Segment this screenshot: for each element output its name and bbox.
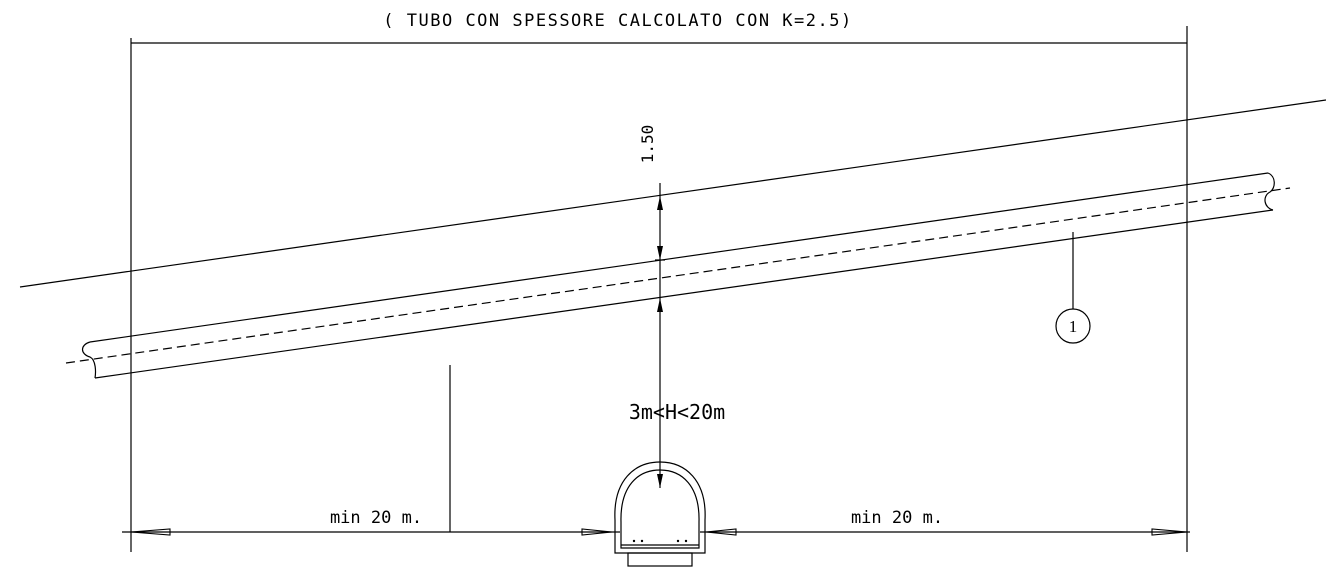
pipe-left-end [81, 341, 97, 379]
arrow-top-cover-down [657, 246, 663, 260]
arrow-height-down [657, 474, 663, 488]
pipe [65, 172, 1291, 379]
tunnel-base [627, 552, 693, 567]
tunnel-inner-outline [620, 469, 700, 549]
tunnel-section [614, 461, 706, 567]
pipe-bottom-edge [94, 209, 1274, 379]
rail-mark-1 [632, 539, 636, 543]
callout-bubble [1055, 308, 1091, 344]
arrow-left-start [130, 528, 171, 536]
arrow-height-up [657, 298, 663, 312]
pipe-right-end [1264, 172, 1275, 211]
pipe-centerline [65, 187, 1291, 364]
rail-mark-4 [684, 539, 688, 543]
arrow-right-start [705, 528, 737, 536]
arrow-right-end [1151, 528, 1188, 536]
header-note: ( TUBO CON SPESSORE CALCOLATO CON K=2.5) [383, 11, 852, 31]
rail-mark-2 [640, 539, 644, 543]
callout-number: 1 [1069, 317, 1078, 336]
distance-right-label: min 20 m. [851, 508, 943, 528]
tunnel-outer-outline [614, 461, 706, 554]
cover-depth-label: 1.50 [638, 125, 657, 164]
arrow-top-cover-up [657, 196, 663, 210]
arrow-left-end [581, 528, 613, 536]
pipe-top-edge [89, 172, 1269, 343]
height-range-label: 3m<H<20m [629, 400, 725, 424]
rail-mark-3 [676, 539, 680, 543]
ground-line [19, 99, 1326, 288]
distance-left-label: min 20 m. [330, 508, 422, 528]
